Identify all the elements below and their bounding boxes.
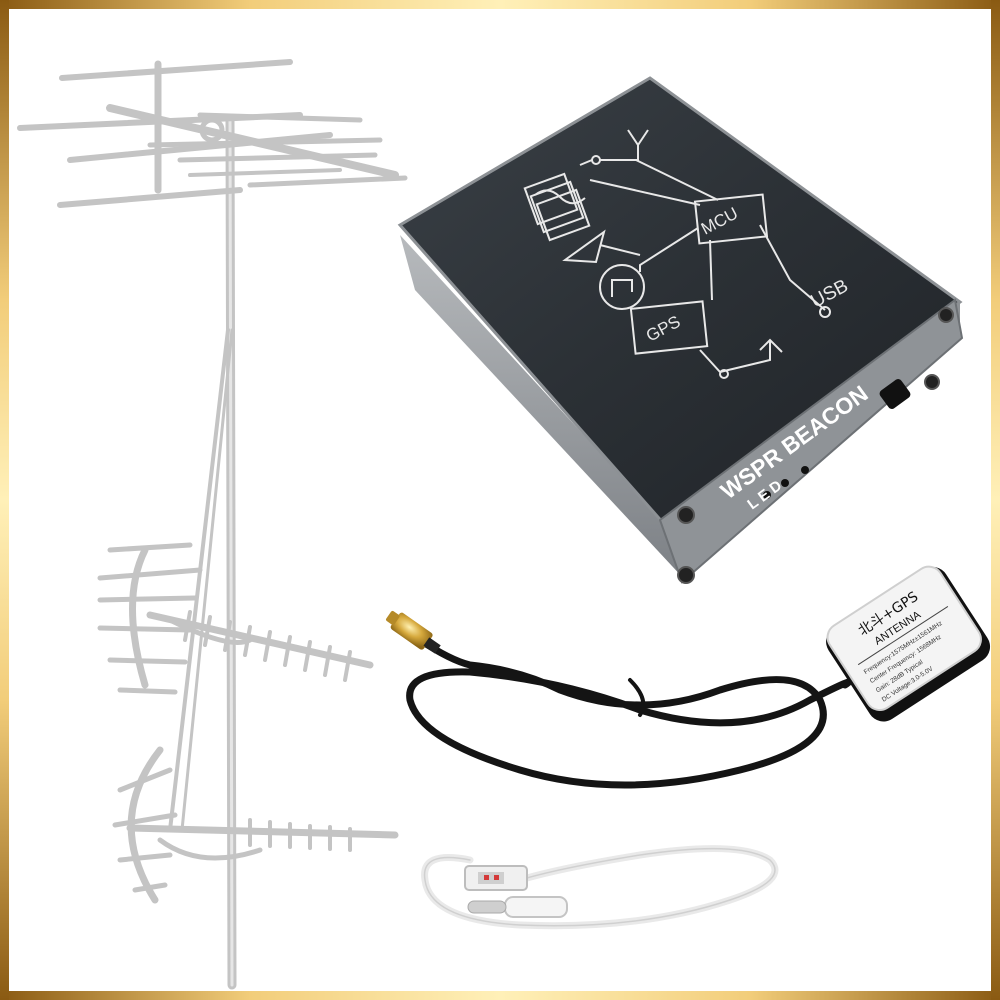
usb-cable bbox=[421, 845, 779, 930]
wspr-beacon-box: WSPR BEACON L E D TX GPSPWR bbox=[397, 76, 964, 584]
screw-icon bbox=[677, 566, 695, 584]
gold-border-right bbox=[991, 0, 1000, 1000]
led-tx-indicator bbox=[763, 491, 771, 499]
power-button[interactable] bbox=[878, 377, 912, 410]
antenna-tower-illustration bbox=[17, 59, 408, 990]
gold-border-top bbox=[0, 0, 1000, 9]
gps-antenna-puck: 北斗+GPS ANTENNA Frequency:1575MHz±1561MHz… bbox=[826, 565, 991, 722]
gps-antenna-cable bbox=[406, 636, 852, 789]
schematic-diagram bbox=[523, 129, 831, 379]
sma-connector bbox=[386, 610, 441, 654]
gold-border-left bbox=[0, 0, 9, 1000]
gold-border-bottom bbox=[0, 991, 1000, 1000]
screw-icon bbox=[938, 307, 954, 323]
screw-icon bbox=[924, 374, 940, 390]
led-gps-indicator bbox=[781, 479, 789, 487]
led-pwr-indicator bbox=[801, 466, 809, 474]
usb-c-plug-icon bbox=[467, 896, 568, 918]
usb-a-plug-icon bbox=[464, 865, 528, 891]
screw-icon bbox=[677, 506, 695, 524]
